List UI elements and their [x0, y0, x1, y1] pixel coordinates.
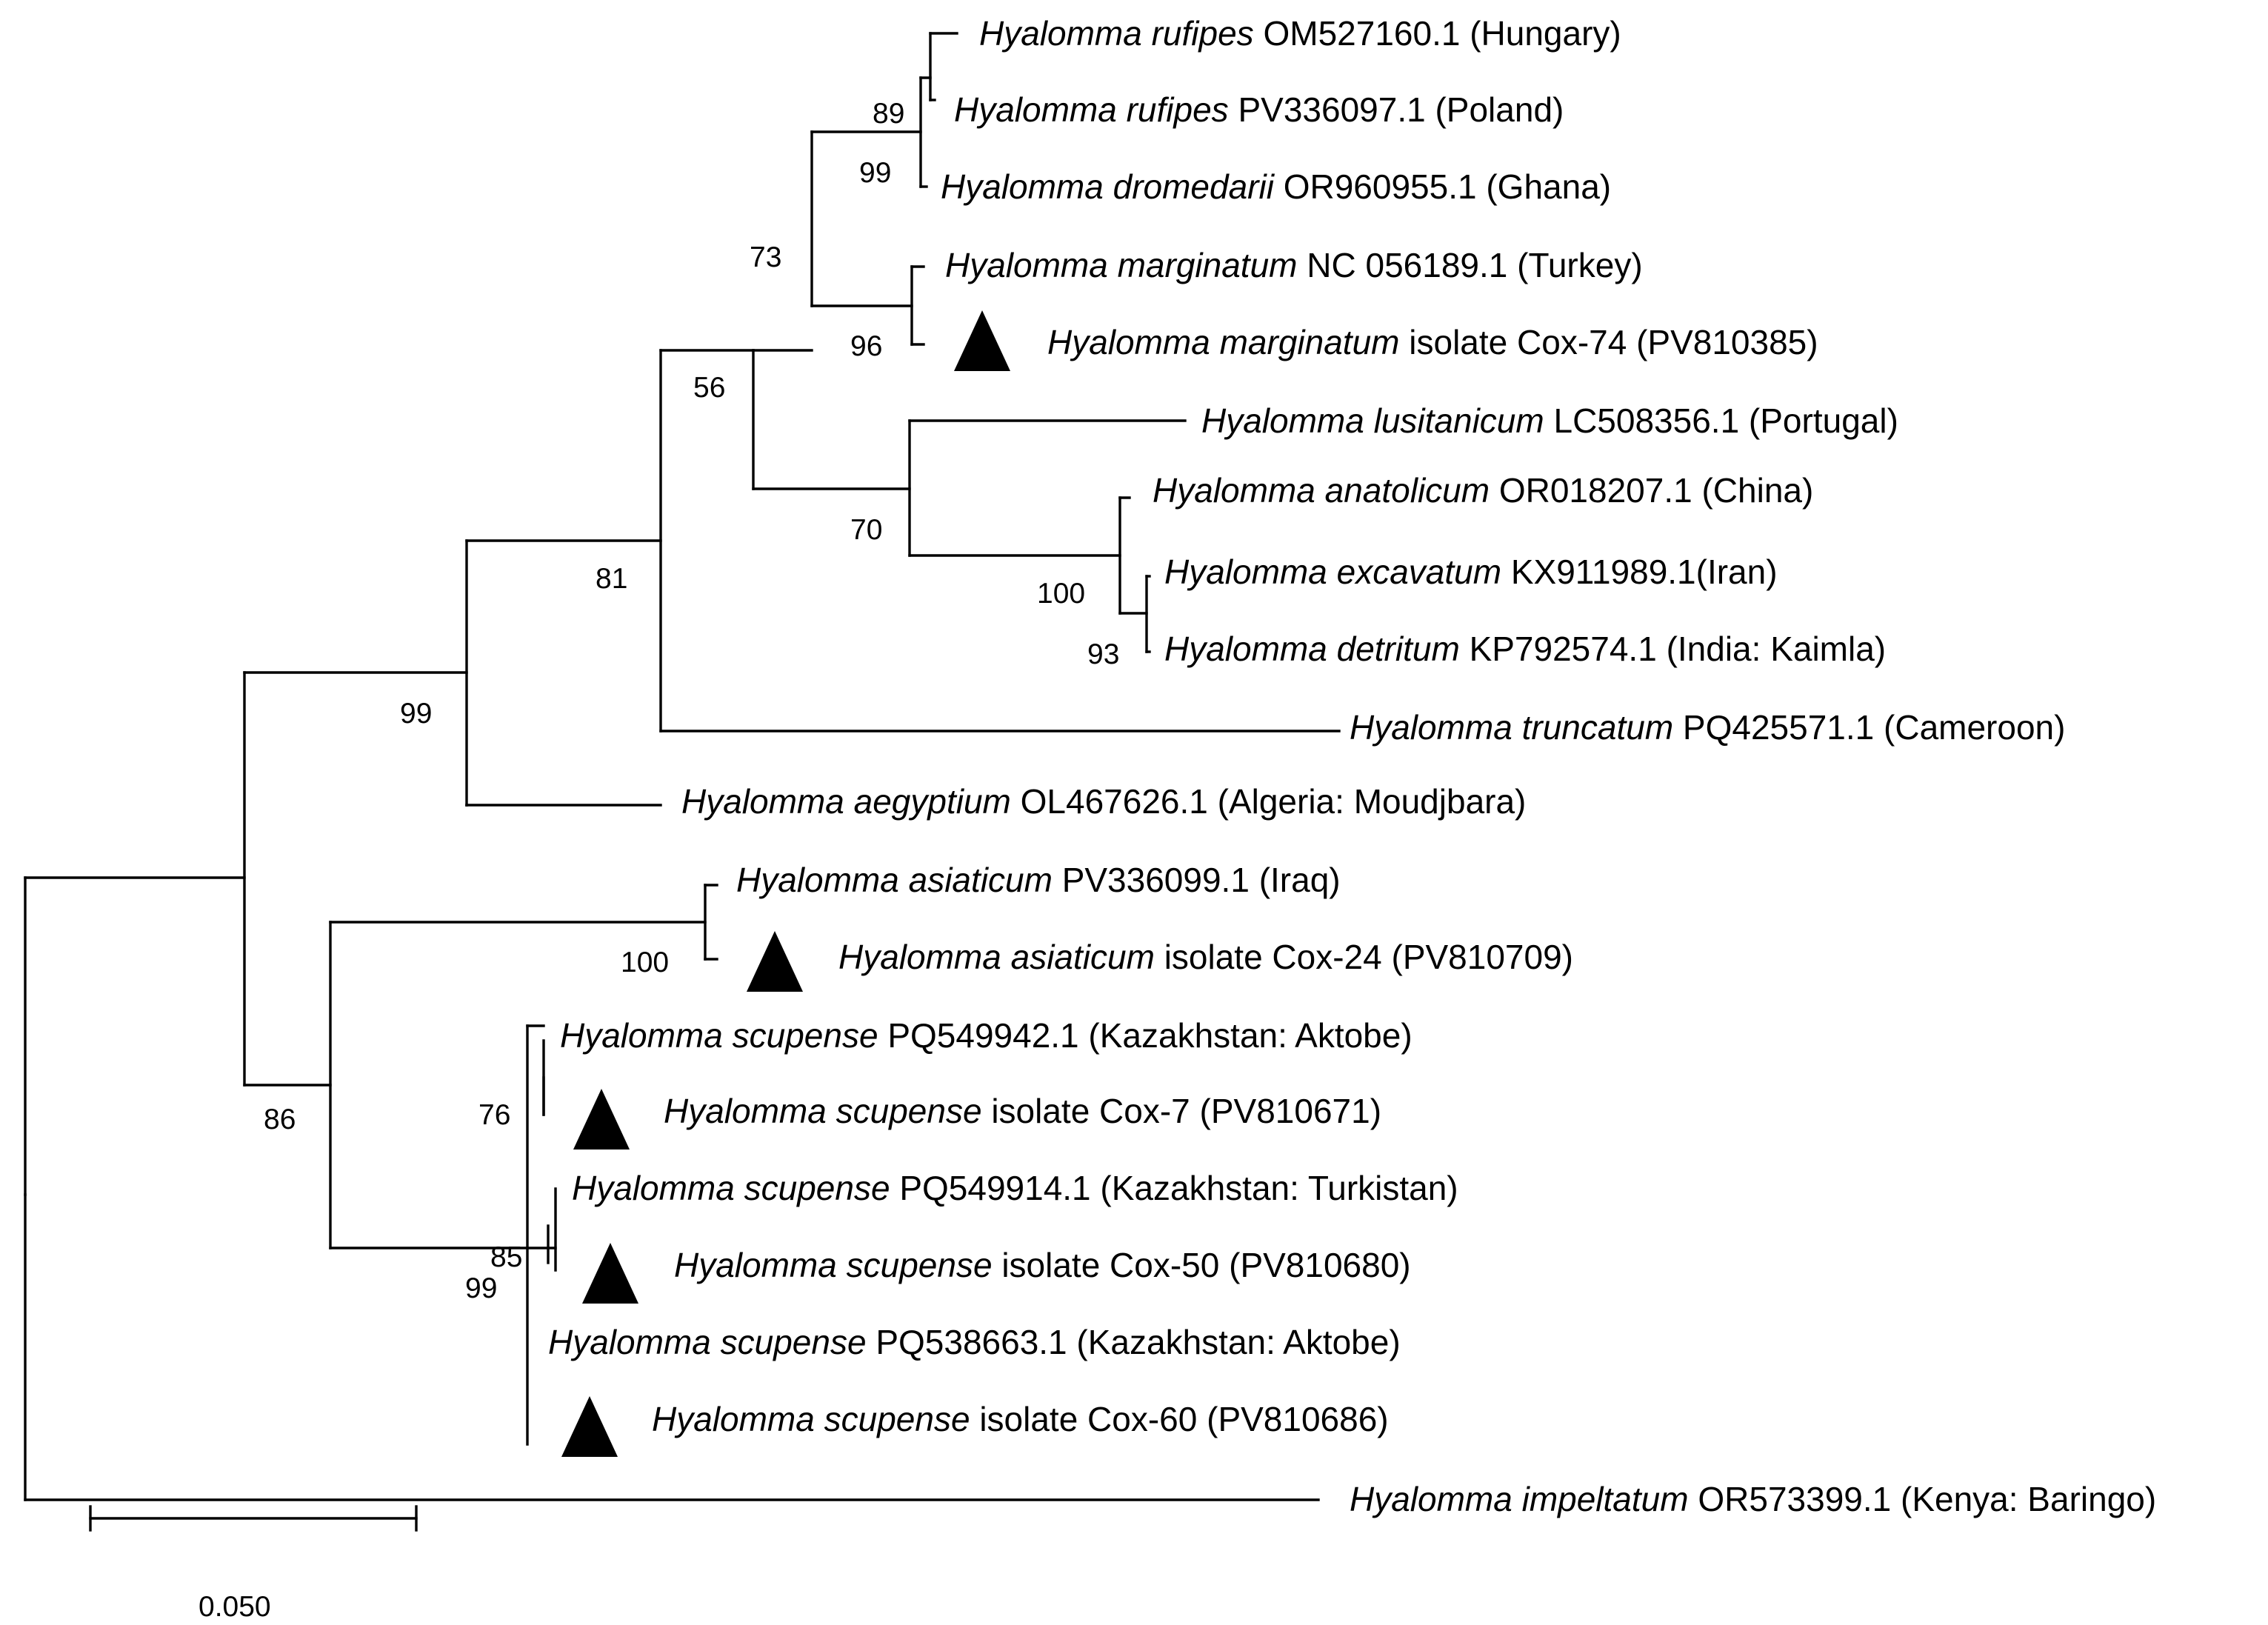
triangle-marker-icon: [561, 1396, 618, 1457]
bootstrap-value: 99: [400, 698, 432, 730]
bootstrap-value: 99: [465, 1272, 497, 1304]
taxon-label: Hyalomma lusitanicum LC508356.1 (Portuga…: [1201, 401, 1898, 440]
taxon-label: Hyalomma rufipes PV336097.1 (Poland): [954, 90, 1564, 129]
taxon-label: Hyalomma scupense PQ538663.1 (Kazakhstan…: [548, 1323, 1401, 1361]
taxon-label: Hyalomma scupense isolate Cox-60 (PV8106…: [652, 1400, 1389, 1438]
taxon-label: Hyalomma impeltatum OR573399.1 (Kenya: B…: [1350, 1480, 2156, 1518]
scale-bar: 0.050: [89, 1505, 418, 1623]
taxon-label: Hyalomma asiaticum isolate Cox-24 (PV810…: [838, 938, 1573, 976]
bootstrap-value: 86: [264, 1104, 296, 1135]
triangle-marker-icon: [954, 310, 1010, 371]
taxon-label: Hyalomma asiaticum PV336099.1 (Iraq): [736, 861, 1341, 899]
triangle-marker-icon: [573, 1089, 630, 1149]
triangle-marker-icon: [582, 1243, 638, 1304]
bootstrap-value: 99: [859, 157, 891, 189]
triangle-marker-icon: [747, 931, 803, 992]
taxon-label: Hyalomma scupense PQ549914.1 (Kazakhstan…: [572, 1169, 1458, 1207]
bootstrap-value: 76: [478, 1099, 510, 1131]
taxon-labels: Hyalomma rufipes OM527160.1 (Hungary) Hy…: [548, 14, 2156, 1518]
tree-branches: [24, 32, 1341, 1501]
taxon-label: Hyalomma marginatum isolate Cox-74 (PV81…: [1047, 323, 1818, 361]
taxon-label: Hyalomma marginatum NC 056189.1 (Turkey): [945, 246, 1643, 284]
scale-bar-label: 0.050: [199, 1591, 271, 1623]
taxon-label: Hyalomma scupense isolate Cox-50 (PV8106…: [674, 1246, 1411, 1284]
bootstrap-value: 96: [850, 330, 882, 362]
bootstrap-value: 81: [596, 563, 627, 595]
taxon-label: Hyalomma excavatum KX911989.1(Iran): [1164, 553, 1778, 591]
taxon-label: Hyalomma detritum KP792574.1 (India: Kai…: [1164, 630, 1886, 668]
taxon-label: Hyalomma rufipes OM527160.1 (Hungary): [979, 14, 1621, 53]
taxon-label: Hyalomma scupense PQ549942.1 (Kazakhstan…: [560, 1016, 1413, 1055]
bootstrap-value: 89: [873, 98, 904, 130]
bootstrap-value: 93: [1087, 638, 1119, 670]
taxon-label: Hyalomma anatolicum OR018207.1 (China): [1153, 471, 1813, 510]
bootstrap-value: 100: [1037, 578, 1085, 610]
bootstrap-value: 70: [850, 514, 882, 546]
bootstrap-value: 100: [621, 947, 669, 978]
bootstrap-values: 89 99 73 96 56 70 100 93 81 99 100 76 85…: [264, 98, 1119, 1304]
taxon-label: Hyalomma aegyptium OL467626.1 (Algeria: …: [681, 782, 1526, 821]
taxon-label: Hyalomma scupense isolate Cox-7 (PV81067…: [664, 1092, 1381, 1130]
bootstrap-value: 56: [693, 372, 725, 404]
bootstrap-value: 73: [750, 241, 781, 273]
taxon-label: Hyalomma truncatum PQ425571.1 (Cameroon): [1350, 708, 2065, 747]
bootstrap-value: 85: [490, 1241, 522, 1273]
isolate-markers: [561, 310, 1010, 1457]
taxon-label: Hyalomma dromedarii OR960955.1 (Ghana): [941, 167, 1611, 206]
